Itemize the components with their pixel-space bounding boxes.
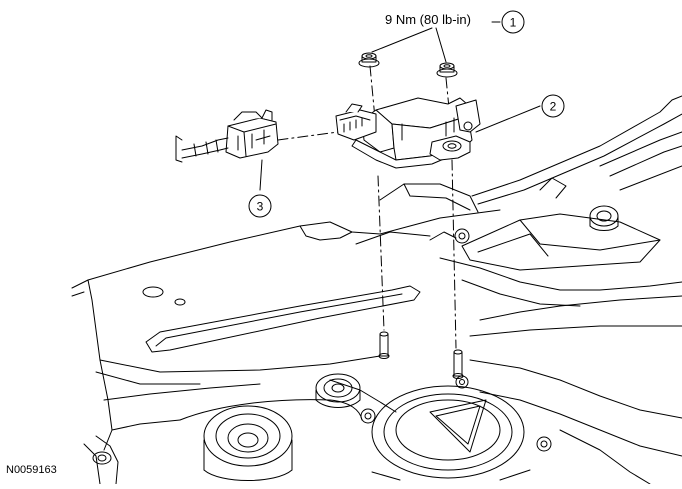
electronic-module [335, 97, 481, 169]
flange-nut-right [436, 62, 458, 78]
mounting-stud-right [452, 349, 464, 379]
wiring-harness [175, 135, 229, 163]
callout-circle-2 [541, 94, 565, 118]
corner-fastener [92, 451, 112, 465]
flange-nut-left [358, 52, 380, 68]
floor-pan [71, 209, 682, 485]
mounting-bracket-rail [355, 95, 682, 271]
rubber-grommet-small [315, 373, 361, 408]
callout-leaders [259, 21, 541, 191]
wiring-connector [225, 109, 279, 159]
callout-label-2: 2 [550, 100, 557, 114]
callout-label-3: 3 [257, 200, 264, 214]
mounting-stud-left [378, 331, 390, 359]
callout-label-1: 1 [510, 16, 517, 30]
callout-circle-1 [501, 10, 525, 34]
access-cover-plug [360, 375, 552, 481]
torque-specification: 9 Nm (80 lb-in) [385, 12, 471, 27]
figure-id: N0059163 [6, 464, 57, 476]
rubber-grommet-left [203, 405, 293, 481]
callout-circle-3 [248, 194, 272, 218]
